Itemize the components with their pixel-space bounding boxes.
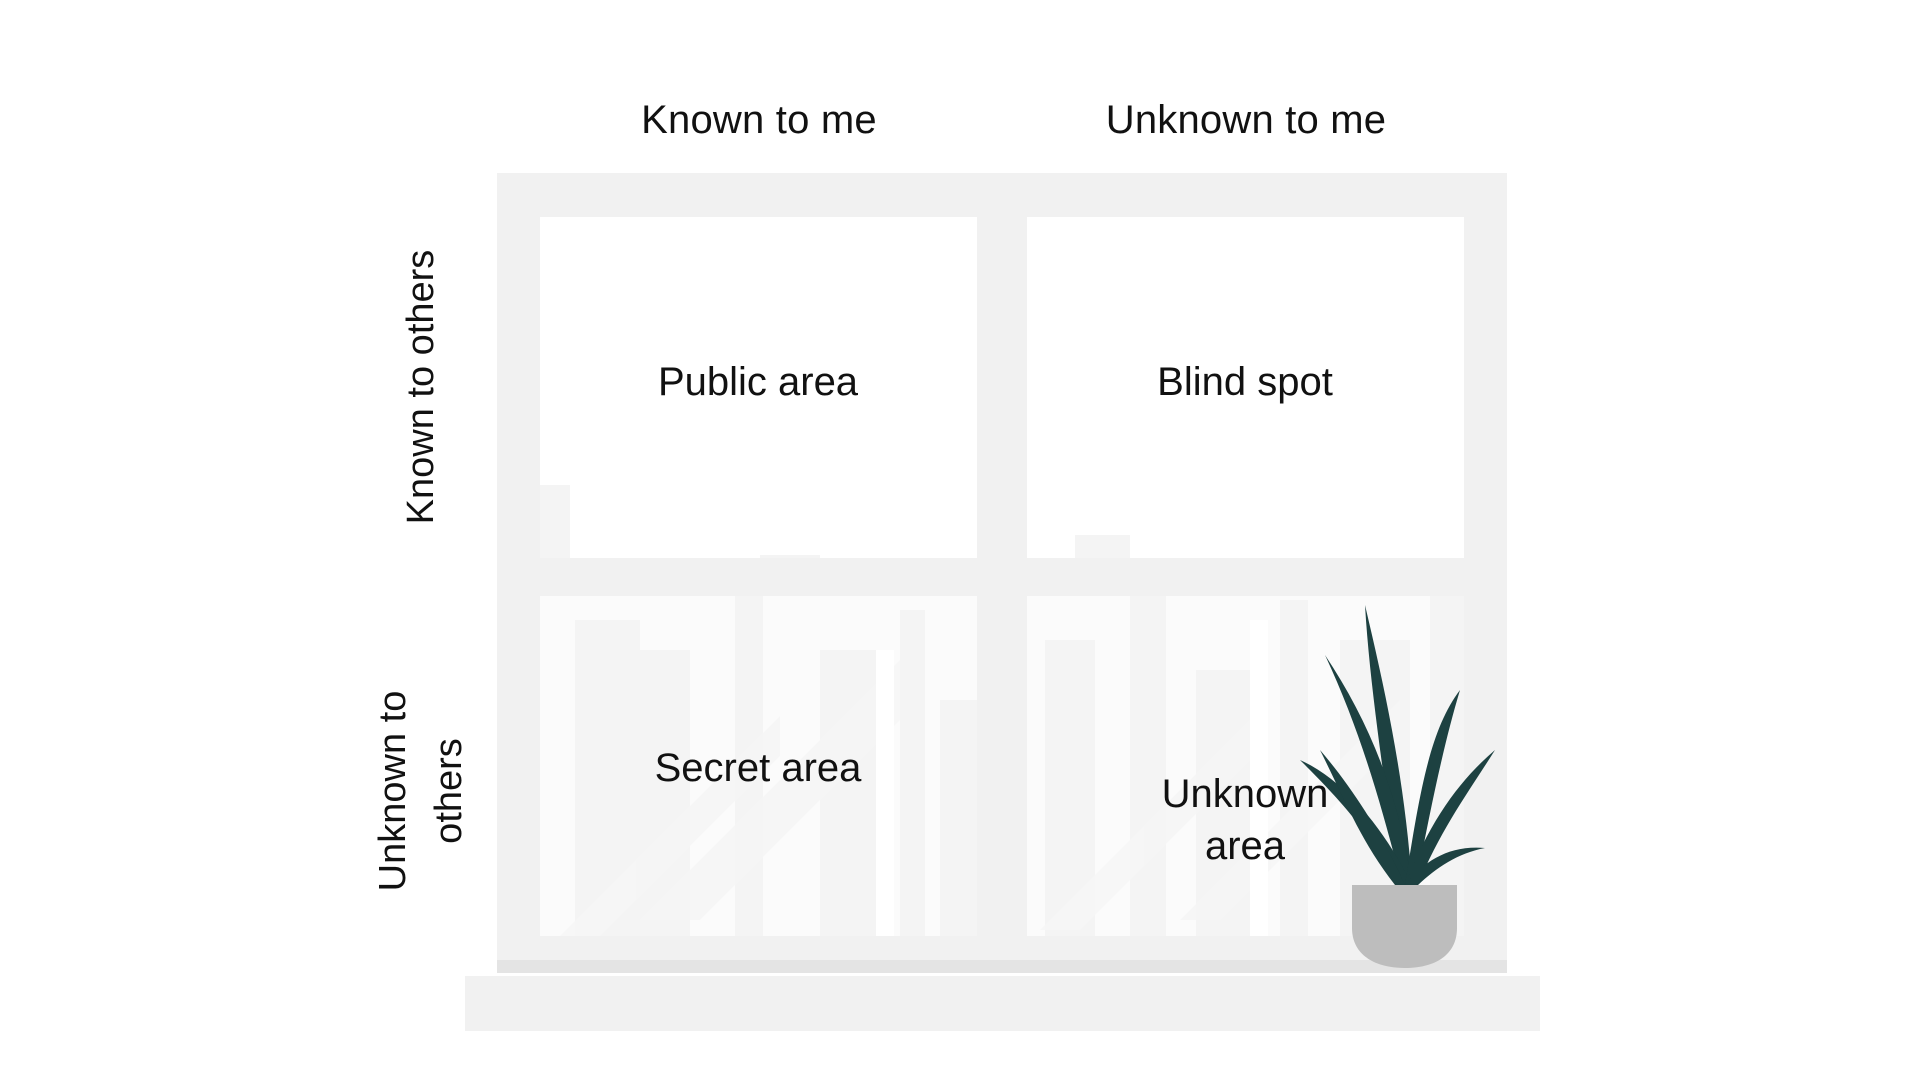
quadrant-blind-spot: Blind spot [1157, 360, 1333, 404]
column-heading-unknown-to-me: Unknown to me [1105, 98, 1387, 142]
window-sill-lip [497, 960, 1507, 973]
row-heading-unknown-to-others: Unknown to others [361, 641, 481, 941]
quadrant-unknown-area: Unknown area [1030, 716, 1460, 872]
window-sill [465, 976, 1540, 1031]
quadrant-unknown-area-text: Unknown area [1161, 772, 1329, 868]
row-heading-known-to-others: Known to others [361, 237, 481, 537]
potted-plant-icon [1300, 605, 1495, 968]
quadrant-public-area: Public area [657, 360, 859, 404]
plant-leaves [1300, 605, 1495, 885]
pane-top-right [1027, 217, 1464, 558]
window-glare-streaks [560, 660, 1400, 936]
quadrant-secret-area: Secret area [654, 746, 862, 790]
row-heading-known-to-others-text: Known to others [400, 249, 442, 525]
row-heading-unknown-to-others-text: Unknown to others [372, 690, 470, 892]
mullion-post-left [876, 650, 894, 936]
column-heading-known-to-me: Known to me [641, 98, 877, 142]
plant-pot [1352, 885, 1457, 968]
pane-top-left [540, 217, 977, 558]
mullion-post-right [1250, 620, 1268, 936]
